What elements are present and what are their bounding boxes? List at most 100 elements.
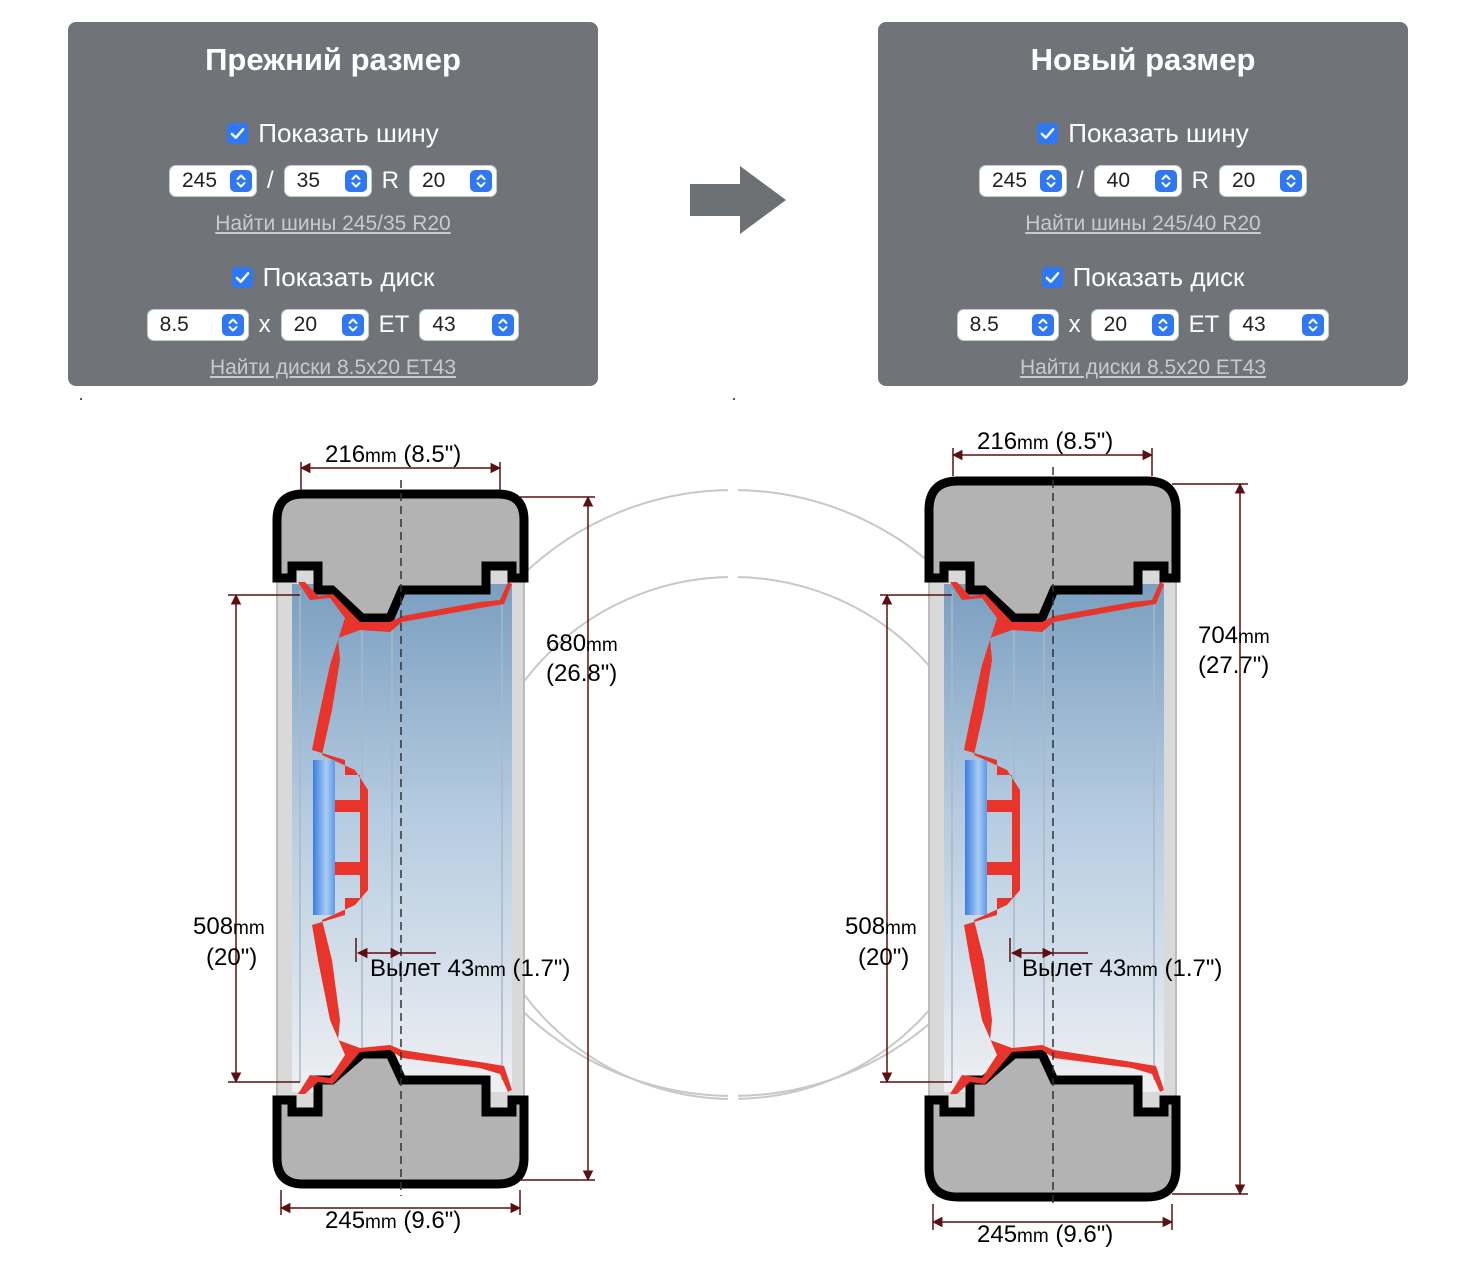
offset-label: Вылет 43mm (1.7") [370,955,570,983]
outer-diameter-inches: (26.8") [546,660,618,687]
select-value: 20 [422,169,446,192]
old-wheel [228,462,595,1215]
up-down-chevron-icon [341,314,364,336]
tire-size-row: 245 / 40 R 20 [878,166,1408,196]
new-size-panel: Новый размер Показать шину 245 / 40 R 20… [878,22,1408,386]
value: 508 [193,913,234,940]
tire-width-select[interactable]: 245 [169,166,256,196]
checkmark-icon [235,272,249,283]
r-separator: R [381,167,399,194]
value: 508 [845,913,886,940]
unit: mm [365,1212,397,1233]
select-value: 8.5 [969,313,999,336]
show-disc-row[interactable]: Показать диск [878,262,1408,293]
show-disc-checkbox[interactable] [1041,267,1063,288]
tire-diameter-select[interactable]: 20 [410,166,496,196]
rim-diameter-select[interactable]: 20 [281,310,368,340]
inches: (1.7") [1157,955,1223,982]
rim-diameter-label: 508mm [193,913,265,941]
value: 704 [1198,622,1239,649]
inches: (8.5") [1048,428,1114,455]
tire-width-label: 245mm (9.6") [977,1221,1113,1249]
rim-width-select[interactable]: 8.5 [957,310,1058,340]
find-discs-row: Найти диски 8.5x20 ET43 [878,356,1408,380]
value: 216 [977,428,1018,455]
value: Вылет 43 [370,955,475,982]
show-tire-checkbox[interactable] [1037,123,1059,144]
tire-profile-select[interactable]: 35 [284,166,371,196]
tire-width-select[interactable]: 245 [979,166,1066,196]
stray-dot [80,398,82,400]
new-wheel [880,448,1248,1230]
hub [965,760,987,915]
unit: mm [365,446,397,467]
unit: mm [1126,960,1158,981]
unit: mm [1017,1226,1049,1247]
up-down-chevron-icon [344,170,367,192]
up-down-chevron-icon [1280,170,1302,192]
value: 245 [325,1207,366,1234]
unit: mm [1017,433,1049,454]
find-discs-link[interactable]: Найти диски 8.5x20 ET43 [1019,356,1267,379]
unit: mm [1238,627,1270,648]
up-down-chevron-icon [1151,314,1174,336]
show-disc-row[interactable]: Показать диск [68,262,598,293]
show-tire-row[interactable]: Показать шину [878,118,1408,149]
rim-diameter-select[interactable]: 20 [1091,310,1178,340]
panel-title: Новый размер [1030,42,1256,77]
rim-diameter-label: 508mm [845,913,917,941]
select-value: 20 [1103,313,1128,336]
x-separator: x [258,311,271,338]
up-down-chevron-icon [1031,314,1054,336]
slash-separator: / [266,167,274,194]
rim-et-select[interactable]: 43 [1230,310,1329,340]
value: 216 [325,441,366,468]
et-label: ET [1188,311,1220,338]
checkmark-icon [1045,272,1059,283]
unit: mm [474,960,506,981]
show-tire-label: Показать шину [258,118,439,148]
inches: (9.6") [396,1207,462,1234]
select-value: 20 [293,313,318,336]
tire-size-row: 245 / 35 R 20 [68,166,598,196]
select-value: 43 [432,313,456,336]
rim-width-select[interactable]: 8.5 [147,310,248,340]
rim-width-label: 216mm (8.5") [977,428,1113,456]
rim-size-row: 8.5 x 20 ET 43 [68,310,598,340]
unit: mm [233,918,265,939]
find-discs-row: Найти диски 8.5x20 ET43 [68,356,598,380]
value: 245 [977,1221,1018,1248]
show-tire-row[interactable]: Показать шину [68,118,598,149]
show-disc-checkbox[interactable] [231,267,253,288]
inches: (1.7") [505,955,571,982]
find-discs-link[interactable]: Найти диски 8.5x20 ET43 [209,356,457,379]
inches: (9.6") [1048,1221,1114,1248]
et-label: ET [378,311,410,338]
outer-diameter-label: 704mm [1198,622,1270,650]
up-down-chevron-icon [229,170,252,192]
hub [313,760,335,915]
select-value: 43 [1242,313,1266,336]
find-tires-link[interactable]: Найти шины 245/40 R20 [1025,212,1261,235]
tire-profile-select[interactable]: 40 [1094,166,1181,196]
find-tires-link[interactable]: Найти шины 245/35 R20 [215,212,451,235]
show-tire-label: Показать шину [1068,118,1249,148]
x-separator: x [1068,311,1081,338]
value: Вылет 43 [1022,955,1127,982]
rim-size-row: 8.5 x 20 ET 43 [878,310,1408,340]
inches: (8.5") [396,441,462,468]
select-value: 35 [296,169,321,192]
panel-title: Прежний размер [205,42,461,77]
select-value: 245 [181,169,218,192]
r-separator: R [1191,167,1209,194]
rim-et-select[interactable]: 43 [420,310,519,340]
tire-top-section [272,489,529,623]
show-tire-checkbox[interactable] [227,123,249,144]
up-down-chevron-icon [1302,314,1325,336]
up-down-chevron-icon [1154,170,1177,192]
rim-width-label: 216mm (8.5") [325,441,461,469]
rim-diameter-inches: (20") [206,944,258,971]
find-tires-row: Найти шины 245/40 R20 [878,212,1408,236]
select-value: 40 [1106,169,1131,192]
tire-diameter-select[interactable]: 20 [1220,166,1306,196]
